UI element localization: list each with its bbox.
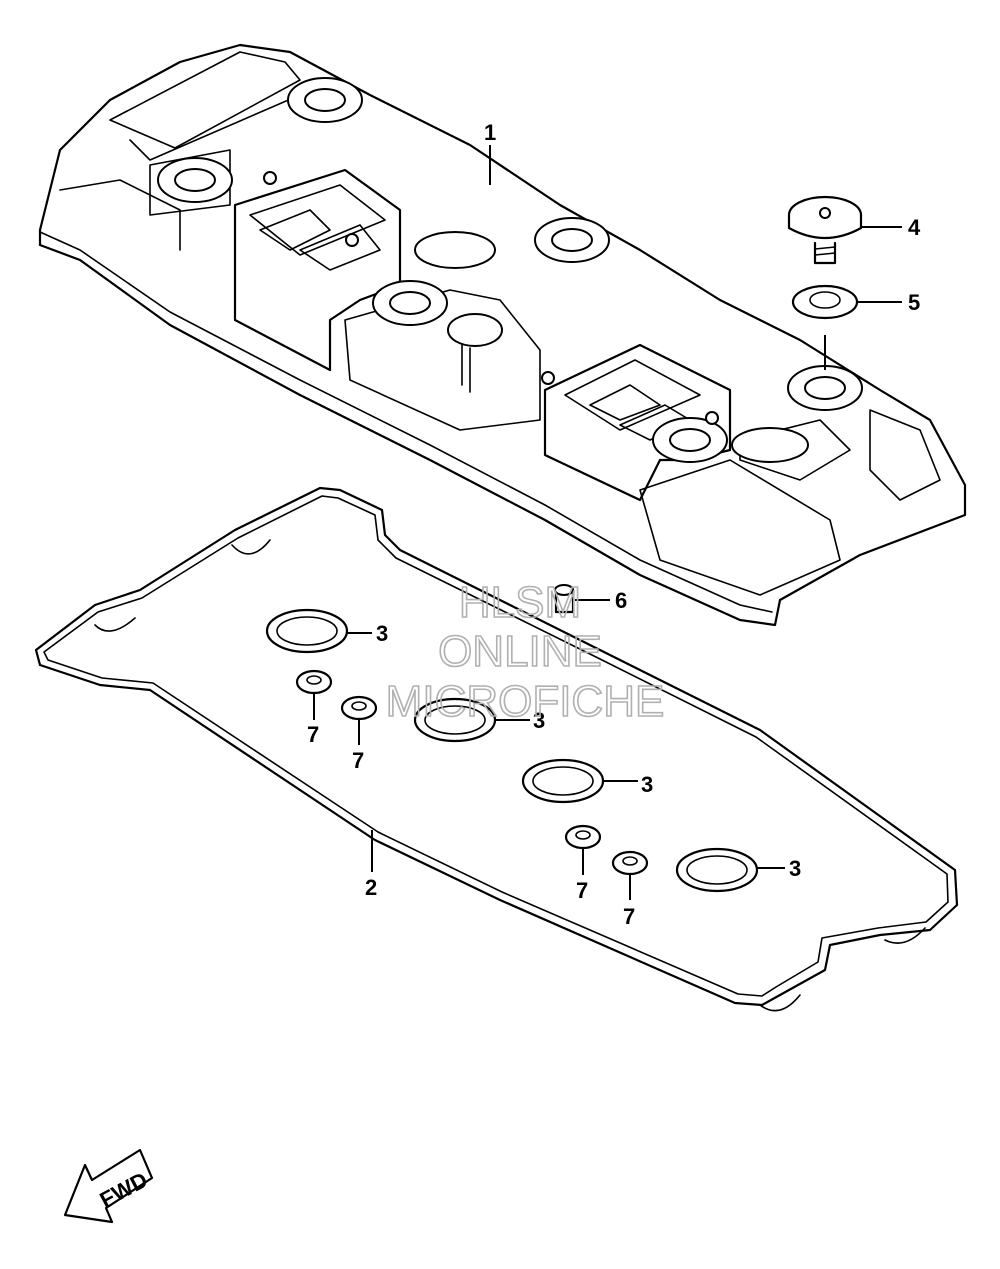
callout-7b: 7 bbox=[352, 748, 364, 773]
callout-7a: 7 bbox=[307, 722, 319, 747]
watermark: HLSM ONLINE MICROFICHE bbox=[385, 577, 665, 727]
callout-numbers: 1 2 3 3 3 3 4 5 6 7 7 7 7 bbox=[307, 120, 921, 929]
o-ring-seals[interactable] bbox=[265, 608, 759, 893]
callout-3d: 3 bbox=[789, 856, 801, 881]
callout-6: 6 bbox=[615, 588, 627, 613]
forward-direction-arrow: FWD bbox=[63, 1148, 154, 1224]
callout-3a: 3 bbox=[376, 621, 388, 646]
cylinder-head-cover[interactable] bbox=[38, 43, 967, 627]
leader-lines bbox=[313, 145, 902, 900]
callout-3c: 3 bbox=[641, 772, 653, 797]
cover-bolt[interactable] bbox=[787, 195, 863, 265]
callout-3b: 3 bbox=[533, 708, 545, 733]
bolt-washer[interactable] bbox=[791, 284, 859, 320]
callout-2: 2 bbox=[365, 875, 377, 900]
callout-1: 1 bbox=[484, 120, 496, 145]
small-seal-rings[interactable] bbox=[295, 669, 649, 876]
callout-7d: 7 bbox=[623, 904, 635, 929]
watermark-line-3: MICROFICHE bbox=[386, 677, 665, 726]
blind-plug[interactable] bbox=[554, 584, 575, 614]
callout-7c: 7 bbox=[576, 878, 588, 903]
callout-5: 5 bbox=[908, 290, 920, 315]
watermark-line-2: ONLINE bbox=[438, 627, 602, 676]
watermark-line-1: HLSM bbox=[459, 578, 581, 627]
callout-4: 4 bbox=[908, 215, 921, 240]
